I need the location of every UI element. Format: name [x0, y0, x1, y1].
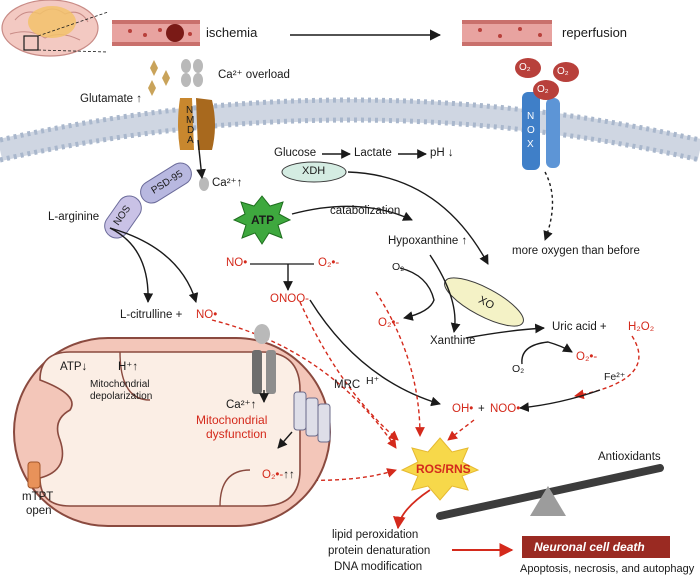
protein-label: protein denaturation	[328, 545, 431, 557]
no-citrulline-label: NO•	[196, 309, 218, 321]
o2-label: O₂	[392, 261, 405, 273]
brain-icon	[1, 0, 109, 57]
more-oxygen-label: more oxygen than before	[512, 245, 640, 257]
mito-superoxide-label: O₂•-↑↑	[262, 469, 295, 481]
superoxide-xo-label: O₂•-	[378, 317, 400, 329]
mitochondrion	[13, 337, 331, 527]
mito-atp-label: ATP↓	[60, 361, 88, 373]
ischemia-vessel-icon	[112, 20, 200, 46]
dna-label: DNA modification	[334, 561, 423, 573]
atp-star	[232, 195, 292, 245]
oh-radical-label: OH•	[452, 403, 474, 415]
xanthine-label: Xanthine	[430, 335, 476, 347]
hypoxanthine-label: Hypoxanthine ↑	[388, 235, 468, 247]
oxygen-bubbles-icon	[515, 58, 579, 100]
o2-bubble-2: O₂	[557, 66, 569, 77]
cell-membrane	[0, 97, 700, 163]
o2-bubble-3: O₂	[537, 84, 549, 95]
reperfusion-label: reperfusion	[562, 25, 628, 40]
no-radical-label: NO•	[226, 257, 248, 269]
superoxide-to-ros-arrow	[375, 291, 425, 437]
mito-dysfunction-label-1: Mitochondrial	[196, 413, 268, 427]
arginine-citrulline-arrow	[109, 227, 154, 303]
psd95-protein	[140, 162, 192, 204]
neuronal-death-box	[522, 536, 670, 558]
fe-label: Fe²⁺	[604, 371, 626, 383]
ros-rns-label: ROS/RNS	[416, 462, 471, 476]
mitochondrial-channel-icon	[252, 324, 276, 403]
ca-overload-label: Ca²⁺ overload	[218, 69, 290, 81]
mito-depol-label-2: depolarization	[90, 391, 153, 402]
antioxidants-label: Antioxidants	[598, 451, 661, 463]
ros-to-damage-arrow	[392, 489, 431, 530]
nox-to-oxygen-arrow	[543, 171, 554, 241]
ischemia-label: ischemia	[206, 25, 258, 40]
mito-h-label: H⁺↑	[118, 361, 139, 373]
o2-bottom-label: O₂	[512, 363, 525, 375]
lactate-label: Lactate	[354, 147, 392, 159]
lipid-label: lipid peroxidation	[332, 529, 419, 541]
nmda-letter-n: N	[186, 105, 194, 116]
plus-label: +	[478, 403, 485, 415]
seesaw-balance-icon	[436, 464, 664, 520]
onoo-label: ONOO-	[270, 293, 309, 305]
o2-superoxide-arrow	[399, 267, 435, 321]
mrc-label: MRC	[334, 379, 361, 391]
nmda-letter-d: D	[187, 125, 195, 136]
superoxide-right-label: O₂•-	[576, 351, 598, 363]
catabolization-label: catabolization	[330, 205, 401, 217]
glutamate-molecules-icon	[148, 60, 170, 96]
death-types-label: Apoptosis, necrosis, and autophagy	[520, 563, 695, 575]
glutamate-label: Glutamate ↑	[80, 93, 143, 105]
reperfusion-vessel-icon	[462, 20, 552, 46]
calcium-ions-icon	[181, 59, 209, 191]
h2o2-label: H₂O₂	[628, 321, 655, 333]
nox-letter-n: N	[527, 111, 535, 122]
nmda-letter-m: M	[186, 115, 195, 126]
hypoxanthine-xanthine-arrow	[429, 254, 461, 333]
atp-star-label: ATP	[251, 213, 275, 227]
onoo-to-oh-arrow	[309, 299, 441, 407]
nox-letter-o: O	[527, 125, 535, 136]
l-arginine-label: L-arginine	[48, 211, 100, 223]
h-plus-label: H⁺	[366, 375, 380, 387]
nmda-letter-a: A	[187, 135, 194, 146]
h2o2-to-radical-arrow	[574, 335, 640, 400]
xdh-label: XDH	[302, 165, 326, 177]
mito-dysfunction-label-2: dysfunction	[206, 427, 267, 441]
mtpt-label-2: open	[26, 505, 52, 517]
ros-rns-burst	[400, 437, 480, 501]
mito-depol-label-1: Mitochondrial	[90, 379, 150, 390]
xdh-to-xo-arrow	[347, 171, 489, 265]
noo-radical-label: NOO•	[490, 403, 521, 415]
onoo-to-ros-arrow	[299, 301, 399, 441]
no-to-ros-arrow	[211, 319, 397, 449]
xanthine-uric-arrow	[465, 323, 545, 339]
mtpt-pore-icon	[27, 461, 41, 489]
mtpt-label-1: mTPT	[22, 491, 54, 503]
oh-to-ros-arrow	[447, 419, 475, 441]
nox-channel	[522, 92, 560, 170]
superoxide-label: O₂•-	[318, 257, 340, 269]
o2-bubble-1: O₂	[519, 62, 531, 73]
uric-acid-label: Uric acid +	[552, 321, 607, 333]
mito-ca-label: Ca²⁺↑	[226, 399, 257, 411]
catabolization-arrow	[291, 205, 413, 221]
neuronal-death-label: Neuronal cell death	[534, 540, 645, 554]
nos-enzyme	[104, 195, 142, 239]
ph-label: pH ↓	[430, 147, 454, 159]
ca-up-label: Ca²⁺↑	[212, 177, 243, 189]
mrc-complex-icon	[277, 391, 331, 449]
nox-letter-x: X	[527, 139, 534, 150]
fe-to-noo-arrow	[519, 389, 601, 412]
l-citrulline-label: L-citrulline +	[120, 309, 183, 321]
xdh-enzyme	[281, 161, 347, 183]
o2-superoxide-right-arrow	[521, 341, 573, 365]
glucose-label: Glucose	[274, 147, 317, 159]
arginine-no-arrow	[109, 227, 199, 303]
nmda-receptor	[178, 98, 215, 179]
